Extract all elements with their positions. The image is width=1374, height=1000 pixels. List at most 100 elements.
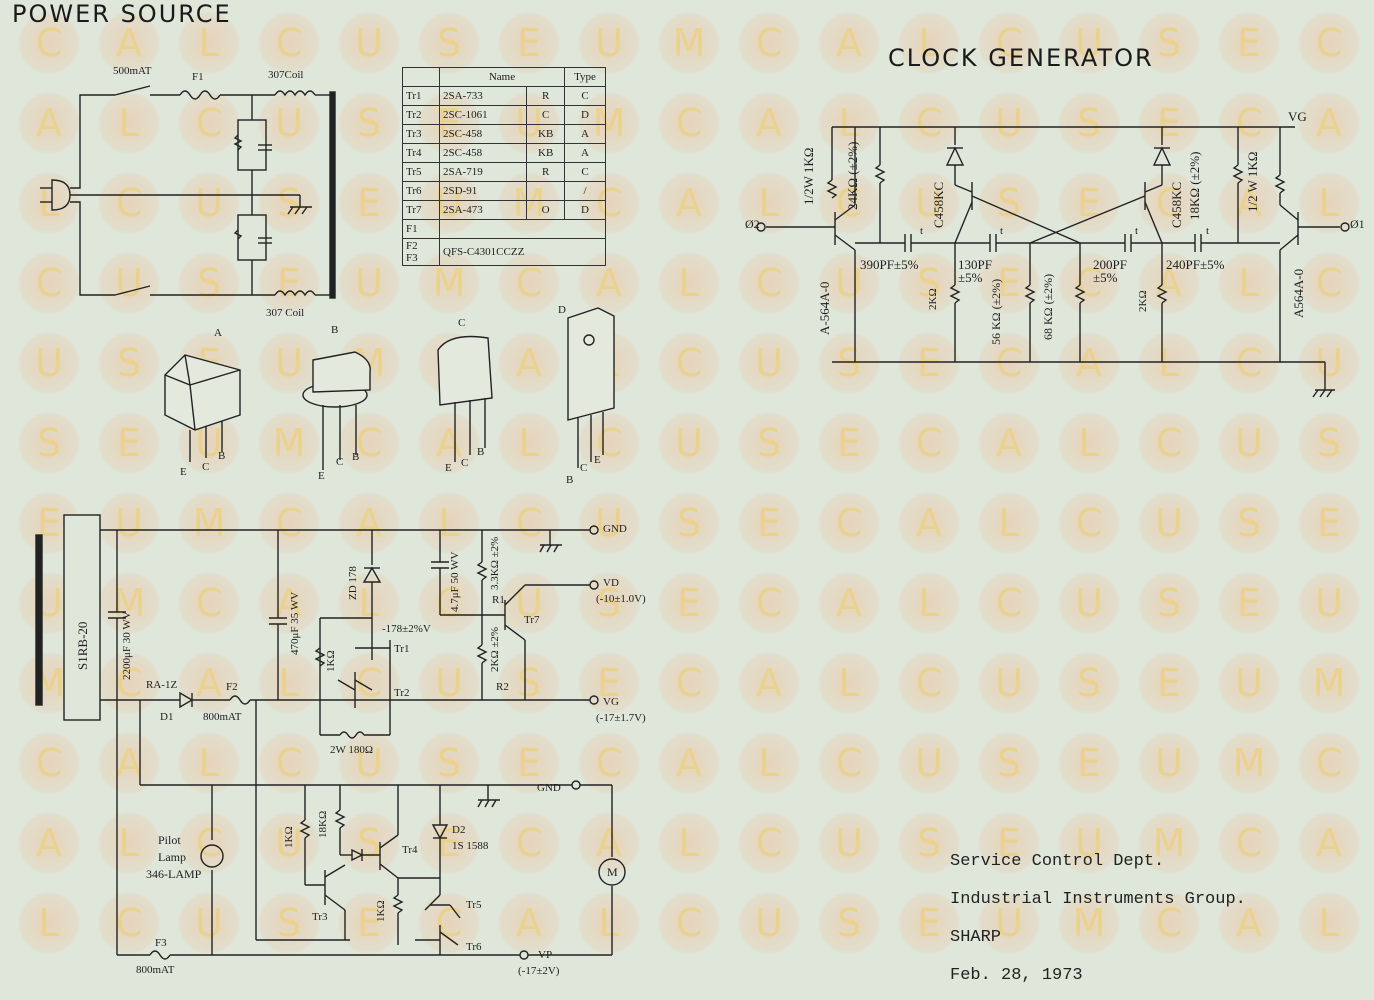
watermark-letter: L — [1218, 252, 1280, 314]
watermark-letter: U — [898, 172, 960, 234]
table-cell-fuse-ref: F1 — [402, 219, 440, 239]
watermark-letter: A — [1218, 892, 1280, 954]
cap2-t-label: t — [1000, 225, 1004, 237]
watermark-letter: C — [338, 412, 400, 474]
watermark-letter: A — [338, 492, 400, 554]
watermark-letter: C — [578, 732, 640, 794]
cap4-label: 240PF±5% — [1166, 257, 1225, 272]
watermark-letter: S — [18, 412, 80, 474]
table-cell-ref: Tr1 — [402, 86, 440, 106]
watermark-letter: A — [658, 732, 720, 794]
watermark-letter: A — [978, 412, 1040, 474]
table-cell-suffix — [526, 181, 565, 201]
table-cell-suffix: KB — [526, 124, 565, 144]
watermark-letter: U — [338, 12, 400, 74]
watermark-letter: U — [1298, 572, 1360, 634]
watermark-letter: L — [18, 172, 80, 234]
watermark-letter: U — [978, 892, 1040, 954]
watermark-letter: L — [418, 492, 480, 554]
watermark-letter: C — [738, 252, 800, 314]
res-left-label: 1/2W 1KΩ — [801, 147, 816, 205]
table-cell-suffix: O — [526, 200, 565, 220]
watermark-letter: C — [898, 412, 960, 474]
table-cell-ref: Tr3 — [402, 124, 440, 144]
watermark-letter: U — [258, 812, 320, 874]
table-cell-fuse-ref: F2 F3 — [402, 238, 440, 266]
supply-regulator-circuit — [35, 514, 626, 960]
watermark-letter: S — [98, 332, 160, 394]
watermark-letter: S — [978, 732, 1040, 794]
watermark-letter: C — [658, 92, 720, 154]
vd-range-label: (-10±1.0V) — [596, 593, 646, 605]
watermark-letter: E — [418, 812, 480, 874]
watermark-letter: U — [738, 332, 800, 394]
table-cell-name: 2SA-733 — [438, 86, 528, 106]
watermark-letter: C — [498, 492, 560, 554]
watermark-letter: E — [898, 892, 960, 954]
watermark-letter: C — [258, 492, 320, 554]
watermark-letter: L — [898, 12, 960, 74]
watermark-letter: S — [1138, 572, 1200, 634]
watermark-letter: U — [1058, 812, 1120, 874]
package-letter-c: C — [458, 317, 466, 329]
watermark-letter: U — [578, 492, 640, 554]
watermark-letter: C — [1218, 812, 1280, 874]
watermark-letter: E — [258, 252, 320, 314]
watermark-letter: C — [498, 812, 560, 874]
watermark-letter: L — [658, 812, 720, 874]
rectifier-label: S1RB-20 — [75, 621, 90, 670]
watermark-letter: C — [98, 892, 160, 954]
watermark-letter: C — [98, 652, 160, 714]
watermark-letter: E — [338, 892, 400, 954]
watermark-letter: A — [898, 492, 960, 554]
watermark-letter: C — [738, 572, 800, 634]
r2-label: 2KΩ ±2% — [489, 626, 501, 672]
r68k-label: 68 KΩ (±2%) — [1041, 273, 1055, 340]
watermark-letter: C — [1298, 252, 1360, 314]
watermark-letter: C — [658, 332, 720, 394]
watermark-letter: S — [738, 412, 800, 474]
watermark-letter: S — [1298, 412, 1360, 474]
table-cell-suffix: C — [526, 105, 565, 125]
r180-label: 2W 180Ω — [330, 744, 374, 756]
footer-dept: Service Control Dept. — [950, 852, 1165, 871]
watermark-letter: L — [978, 492, 1040, 554]
coil-top-label: 307Coil — [268, 69, 304, 81]
zener-label: ZD 178 — [347, 566, 359, 600]
watermark-letter: E — [1298, 492, 1360, 554]
watermark-letter: L — [178, 732, 240, 794]
table-cell-fuse-part — [439, 219, 606, 239]
watermark-letter: S — [258, 172, 320, 234]
watermark-letter: U — [1218, 652, 1280, 714]
watermark-letter: U — [1138, 732, 1200, 794]
watermark-letter: S — [578, 572, 640, 634]
vp-range-label: (-17±2V) — [518, 965, 560, 977]
watermark-letter: A — [1218, 172, 1280, 234]
table-fuse-row: F1 — [402, 219, 606, 239]
watermark-letter: E — [1218, 572, 1280, 634]
watermark-letter: S — [338, 92, 400, 154]
d2-part-label: 1S 1588 — [452, 840, 489, 852]
tr-left-label: C458KC — [931, 181, 946, 228]
table-cell-ref: Tr2 — [402, 105, 440, 125]
watermark-letter: C — [18, 252, 80, 314]
watermark-letter: U — [978, 92, 1040, 154]
watermark-letter: E — [498, 732, 560, 794]
table-cell-ref: Tr7 — [402, 200, 440, 220]
cap47-label: 4.7μF 50 WV — [449, 551, 461, 612]
watermark-letter: E — [1138, 652, 1200, 714]
table-cell-suffix: R — [526, 162, 565, 182]
watermark-letter: S — [1218, 492, 1280, 554]
watermark-letter: A — [1298, 812, 1360, 874]
table-header-type: Type — [564, 67, 606, 87]
watermark-letter: C — [1298, 732, 1360, 794]
watermark-letter: S — [418, 732, 480, 794]
watermark-letter: C — [18, 12, 80, 74]
watermark-letter: M — [658, 12, 720, 74]
diode1-label: RA-1Z — [146, 679, 178, 691]
watermark-letter: L — [498, 412, 560, 474]
